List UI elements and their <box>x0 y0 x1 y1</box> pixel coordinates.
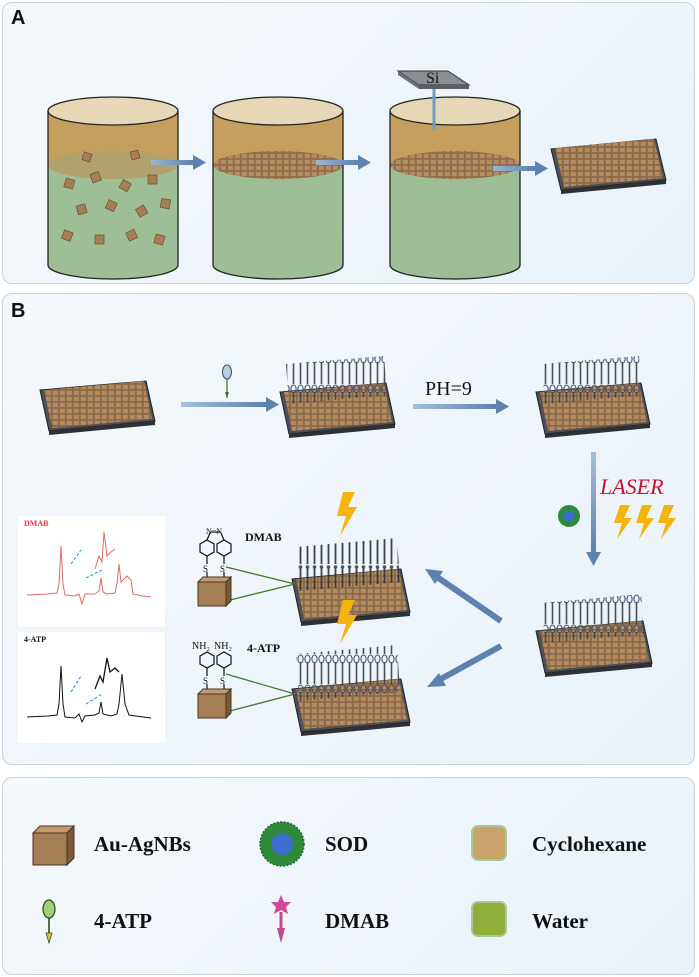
substrate-a <box>550 138 667 194</box>
panel-a-label: A <box>11 7 26 29</box>
arrow-a1 <box>151 155 206 170</box>
substrate-b2 <box>279 356 396 438</box>
si-wafer <box>396 70 471 129</box>
atp-molecule <box>199 651 232 692</box>
atp-cube-icon <box>196 687 233 720</box>
cyclohexane-square-icon <box>471 825 507 861</box>
sod-icon <box>558 505 580 527</box>
arrow-b4-up <box>425 569 503 624</box>
spectrum-dmab: DMAB <box>18 516 165 627</box>
dmab-s-left: S <box>203 564 208 574</box>
ph-label: PH=9 <box>425 378 472 400</box>
laser-label: LASER <box>599 474 664 499</box>
substrate-b1 <box>39 380 156 435</box>
dmab-molecule-label: DMAB <box>245 530 282 544</box>
arrow-b3-vertical <box>586 452 601 566</box>
substrate-b3 <box>535 356 651 438</box>
beaker-3 <box>389 70 521 280</box>
arrow-b2 <box>413 399 509 414</box>
panel-a-diagram: Si <box>47 70 667 280</box>
atp-probe-icon <box>42 899 56 945</box>
atp-s-right: S <box>220 676 225 686</box>
legend-label-sod: SOD <box>325 832 369 856</box>
si-label: Si <box>426 70 440 87</box>
dmab-probe-icon <box>271 895 291 943</box>
arrow-a3 <box>493 161 548 176</box>
dmab-s-right: S <box>220 564 225 574</box>
substrate-b4 <box>535 594 653 677</box>
legend-label-au-agnbs: Au-AgNBs <box>94 832 191 856</box>
arrow-a2 <box>316 155 371 170</box>
beaker-2 <box>212 96 344 280</box>
bolt-dmab-icon <box>337 492 357 536</box>
atp-molecule-label: 4-ATP <box>247 641 280 655</box>
connector-lines <box>225 566 296 713</box>
spectrum-atp: 4-ATP <box>18 632 165 743</box>
laser-bolt-icons <box>614 505 676 539</box>
legend-icons <box>31 821 507 945</box>
arrow-b5-down <box>427 643 503 687</box>
spectrum-dmab-label: DMAB <box>24 519 49 528</box>
legend-label-4-atp: 4-ATP <box>94 909 152 933</box>
panel-b-label: B <box>11 300 26 322</box>
panel-a: A <box>2 2 695 284</box>
arrow-b1 <box>181 364 279 412</box>
atp-s-left: S <box>203 676 208 686</box>
dmab-cube-icon <box>196 575 233 608</box>
substrate-atp <box>291 645 411 736</box>
legend-label-cyclohexane: Cyclohexane <box>532 832 647 856</box>
legend-panel: Au-AgNBs SOD Cyclohexane 4-ATP DMAB Wate… <box>2 777 695 975</box>
water-square-icon <box>471 901 507 937</box>
beaker-1 <box>47 96 179 280</box>
legend-label-dmab: DMAB <box>325 909 390 933</box>
substrate-dmab <box>291 538 411 626</box>
amine-label-2: NH₂ <box>214 641 232 652</box>
cube-icon <box>31 824 76 867</box>
atp-probe-icon <box>222 364 232 398</box>
bolt-atp-icon <box>337 600 357 644</box>
spectrum-atp-label: 4-ATP <box>24 635 46 644</box>
panel-b-diagram: PH=9 LASER <box>18 356 676 743</box>
amine-label-1: NH₂ <box>192 641 210 652</box>
legend-label-water: Water <box>532 909 588 933</box>
sod-icon <box>259 821 305 867</box>
panel-b: B <box>2 293 695 765</box>
svg-text:N=N: N=N <box>206 527 222 536</box>
